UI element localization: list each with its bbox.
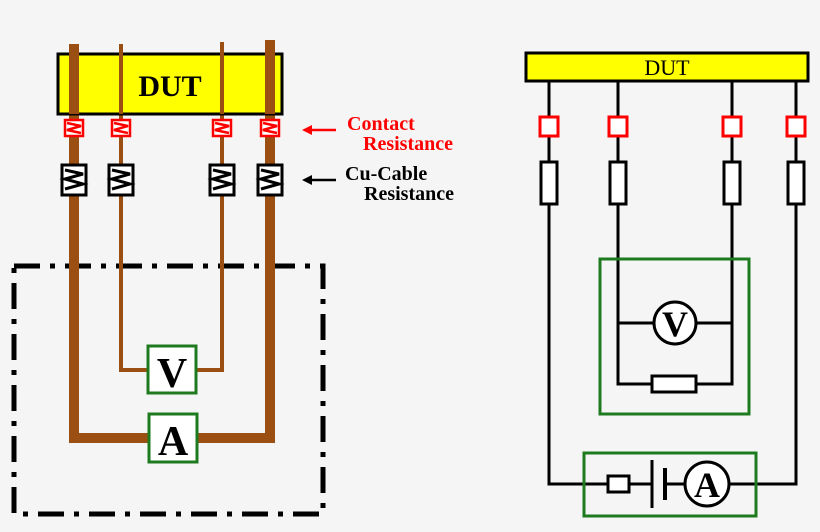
cable-arrow-head — [302, 175, 312, 185]
current-loop-wire-right — [547, 80, 798, 486]
ammeter-symbol — [683, 460, 731, 508]
dut-label-left: DUT — [138, 70, 201, 103]
contact-resistor-group-right — [538, 115, 807, 138]
contact-label-line2: Resistance — [363, 133, 453, 155]
cable-resistor-coil — [59, 168, 89, 191]
instrument-enclosure — [11, 263, 326, 517]
cable-resistor-coil — [106, 168, 136, 191]
cable-resistor-group-left — [59, 163, 285, 197]
dut-block-right — [524, 51, 810, 83]
left-diagram: DUT V A — [11, 40, 326, 517]
source-box-right — [582, 451, 758, 518]
contact-arrow-head — [302, 125, 312, 135]
contact-resistor-zigzag — [214, 121, 230, 135]
right-diagram: DUT V A — [524, 51, 810, 518]
contact-resistor-right — [721, 115, 743, 138]
dut-label-right: DUT — [644, 55, 690, 80]
cable-resistor-right — [539, 160, 559, 206]
contact-resistor-zigzag — [262, 121, 278, 135]
contact-resistor-zigzag — [66, 121, 82, 135]
voltmeter-label-left: V — [157, 351, 187, 397]
cable-resistor-coil — [207, 168, 237, 191]
sense-resistor — [650, 374, 698, 394]
cable-resistor-right — [786, 160, 806, 206]
dut-block-left — [56, 52, 284, 116]
contact-label-line1: Contact — [347, 113, 415, 135]
annotations: Contact Resistance Cu-Cable Resistance — [302, 113, 454, 205]
ammeter-box-left — [147, 412, 199, 464]
cable-label-line2: Resistance — [364, 183, 454, 205]
voltmeter-box-right — [598, 257, 751, 416]
right-wires — [547, 80, 798, 486]
cable-resistor-group-right — [539, 160, 806, 206]
ammeter-label-right: A — [694, 465, 720, 505]
cable-resistor-right — [608, 160, 628, 206]
cable-resistor-right — [722, 160, 742, 206]
voltmeter-label-right: V — [662, 304, 688, 344]
contact-resistor-right — [607, 115, 629, 138]
contact-resistor-group-left — [63, 118, 281, 138]
voltmeter-box-left — [146, 344, 198, 395]
contact-resistor-right — [785, 115, 807, 138]
cable-label-line1: Cu-Cable — [345, 163, 427, 185]
cable-resistor-coil — [255, 168, 285, 191]
ammeter-label-left: A — [158, 419, 189, 465]
source-resistor — [606, 474, 631, 494]
contact-resistor-right — [538, 115, 560, 138]
contact-resistor-zigzag — [113, 121, 129, 135]
voltmeter-symbol — [652, 300, 698, 346]
